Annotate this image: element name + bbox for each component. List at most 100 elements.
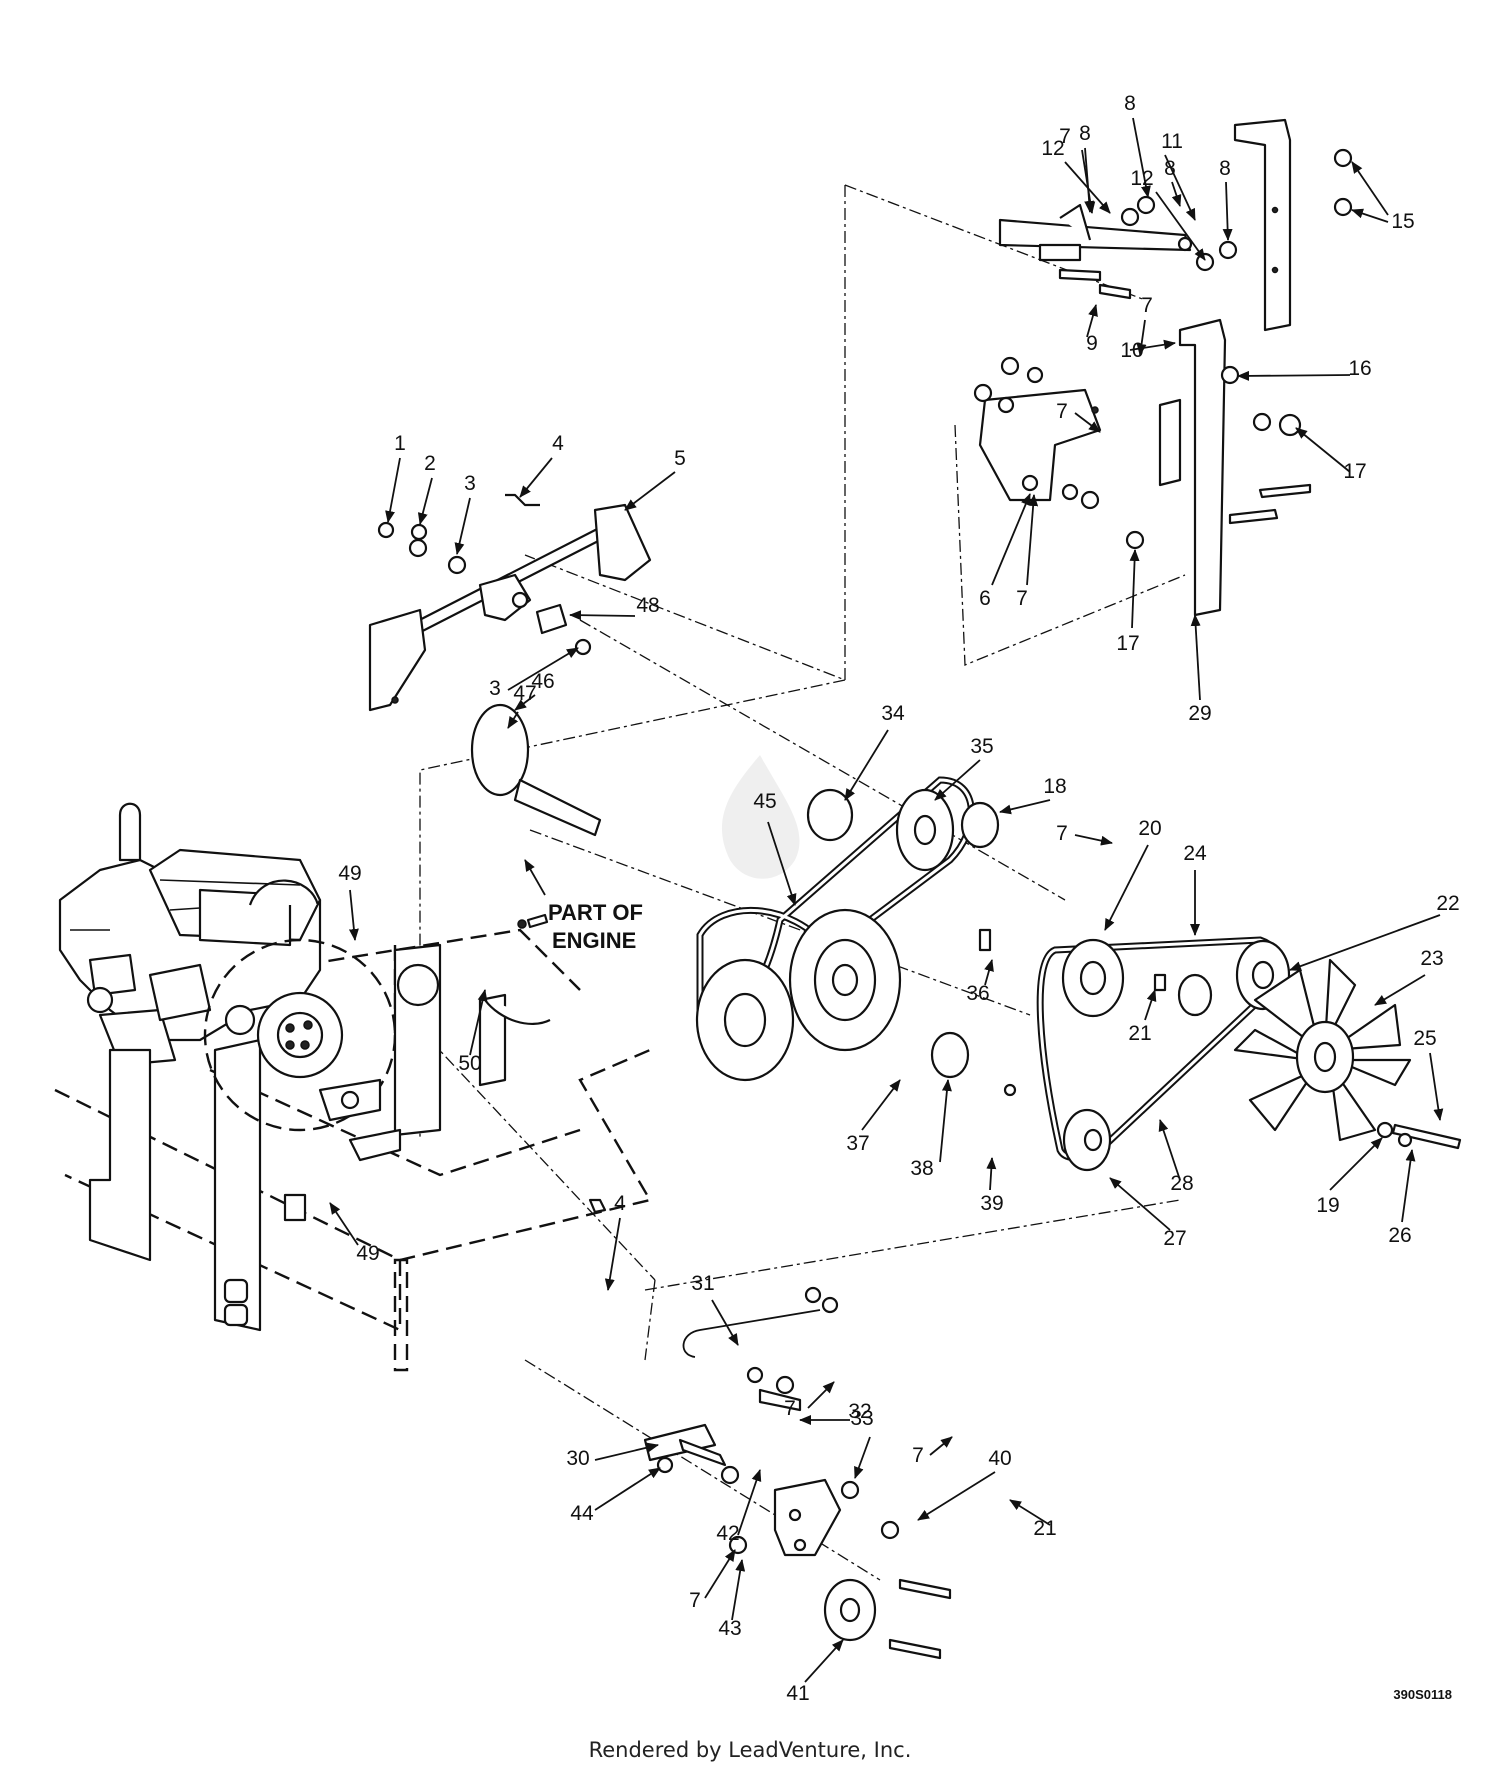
leader-line — [507, 647, 579, 691]
leader-line — [999, 799, 1051, 815]
part-label-17: 17 — [1116, 632, 1139, 655]
part-label-16: 16 — [1348, 357, 1371, 380]
part-label-50: 50 — [458, 1052, 481, 1075]
leader-line — [514, 694, 536, 711]
pulley-belt-assembly — [695, 776, 1291, 1172]
part-label-7: 7 — [1056, 822, 1068, 845]
footer-credit: Rendered by LeadVenture, Inc. — [588, 1738, 912, 1762]
part-label-37: 37 — [846, 1132, 869, 1155]
part-label-30: 30 — [566, 1447, 589, 1470]
part-label-20: 20 — [1138, 817, 1161, 840]
leader-line — [1084, 147, 1095, 213]
part-label-12: 12 — [1041, 137, 1064, 160]
leader-line — [594, 1442, 659, 1461]
leader-line — [844, 729, 889, 801]
leader-line — [1374, 974, 1426, 1006]
throttle-rod-assembly — [368, 493, 652, 712]
part-label-7: 7 — [1016, 587, 1028, 610]
leader-line — [1329, 1137, 1383, 1191]
part-label-7: 7 — [784, 1397, 796, 1420]
part-label-49: 49 — [356, 1242, 379, 1265]
leader-line — [1109, 1177, 1171, 1231]
part-label-32: 32 — [848, 1400, 871, 1423]
leader-line — [1009, 1499, 1051, 1526]
part-label-44: 44 — [570, 1502, 594, 1525]
part-label-35: 35 — [970, 735, 993, 758]
lower-idler-assembly — [588, 1198, 952, 1660]
leader-line — [731, 1559, 746, 1621]
leader-line — [1144, 989, 1157, 1021]
part-label-33: 33 — [850, 1407, 873, 1430]
leader-line — [1222, 181, 1233, 241]
leader-line — [1155, 191, 1206, 261]
part-label-18: 18 — [1043, 775, 1066, 798]
part-label-24: 24 — [1183, 842, 1207, 865]
leader-line — [1074, 412, 1101, 433]
part-label-25: 25 — [1413, 1027, 1436, 1050]
leader-line — [711, 1299, 739, 1346]
leader-line — [917, 1471, 996, 1521]
leader-line — [861, 1079, 901, 1131]
leader-line — [624, 471, 676, 511]
part-label-12: 12 — [1130, 167, 1153, 190]
leader-line — [1064, 161, 1111, 214]
part-label-23: 23 — [1420, 947, 1443, 970]
engine — [58, 802, 322, 1067]
part-label-38: 38 — [910, 1157, 933, 1180]
part-label-8: 8 — [1164, 157, 1176, 180]
leader-line — [1129, 549, 1140, 629]
leader-line — [737, 1469, 762, 1536]
leader-line — [854, 1436, 871, 1479]
part-label-46: 46 — [531, 670, 554, 693]
leader-line — [767, 821, 797, 906]
leader-line — [986, 1157, 997, 1191]
part-label-48: 48 — [636, 594, 659, 617]
part-label-1: 1 — [394, 432, 406, 455]
cooling-fan — [1233, 958, 1462, 1150]
leader-line — [1190, 614, 1201, 701]
leader-line — [1351, 161, 1389, 216]
part-number-labels: 1233445677777777888891011121214151617171… — [338, 92, 1459, 1705]
part-label-17: 17 — [1343, 460, 1366, 483]
leader-line — [1129, 339, 1176, 351]
part-of-engine-callout: PART OF ENGINE — [524, 859, 643, 953]
leader-line — [594, 1467, 661, 1511]
drawing-number: 390S0118 — [1393, 1687, 1452, 1702]
flame-logo-icon — [721, 755, 800, 879]
leader-line — [704, 1549, 736, 1599]
part-label-8: 8 — [1219, 157, 1231, 180]
leader-line — [1074, 834, 1113, 846]
leader-line — [1026, 494, 1039, 586]
leader-line — [417, 477, 433, 525]
part-label-28: 28 — [1170, 1172, 1193, 1195]
leader-line — [469, 989, 488, 1056]
leader-line — [348, 889, 359, 941]
part-label-41: 41 — [786, 1682, 809, 1705]
part-label-2: 2 — [424, 452, 436, 475]
upper-bracket-assembly — [973, 118, 1353, 617]
leader-lines — [329, 117, 1444, 1683]
leader-line — [991, 493, 1031, 586]
leader-line — [1289, 914, 1441, 971]
part-label-9: 9 — [1086, 332, 1098, 355]
leader-line — [329, 1202, 359, 1246]
callout-line-1: PART OF — [548, 900, 643, 925]
leader-line — [519, 457, 553, 498]
leader-line — [454, 497, 471, 555]
part-label-29: 29 — [1188, 702, 1211, 725]
leader-line — [1086, 304, 1098, 338]
part-label-26: 26 — [1388, 1224, 1411, 1247]
leader-line — [1158, 1119, 1181, 1181]
part-label-42: 42 — [716, 1522, 739, 1545]
leader-line — [604, 1217, 621, 1291]
leader-line — [507, 711, 519, 729]
leader-line — [1237, 370, 1351, 381]
leader-line — [385, 457, 401, 523]
part-label-8: 8 — [1079, 122, 1091, 145]
part-label-4: 4 — [614, 1192, 626, 1215]
part-label-7: 7 — [1056, 400, 1068, 423]
leader-line — [1401, 1149, 1416, 1223]
part-label-7: 7 — [1059, 125, 1071, 148]
leader-line — [939, 1079, 952, 1163]
leader-line — [1429, 1052, 1444, 1121]
